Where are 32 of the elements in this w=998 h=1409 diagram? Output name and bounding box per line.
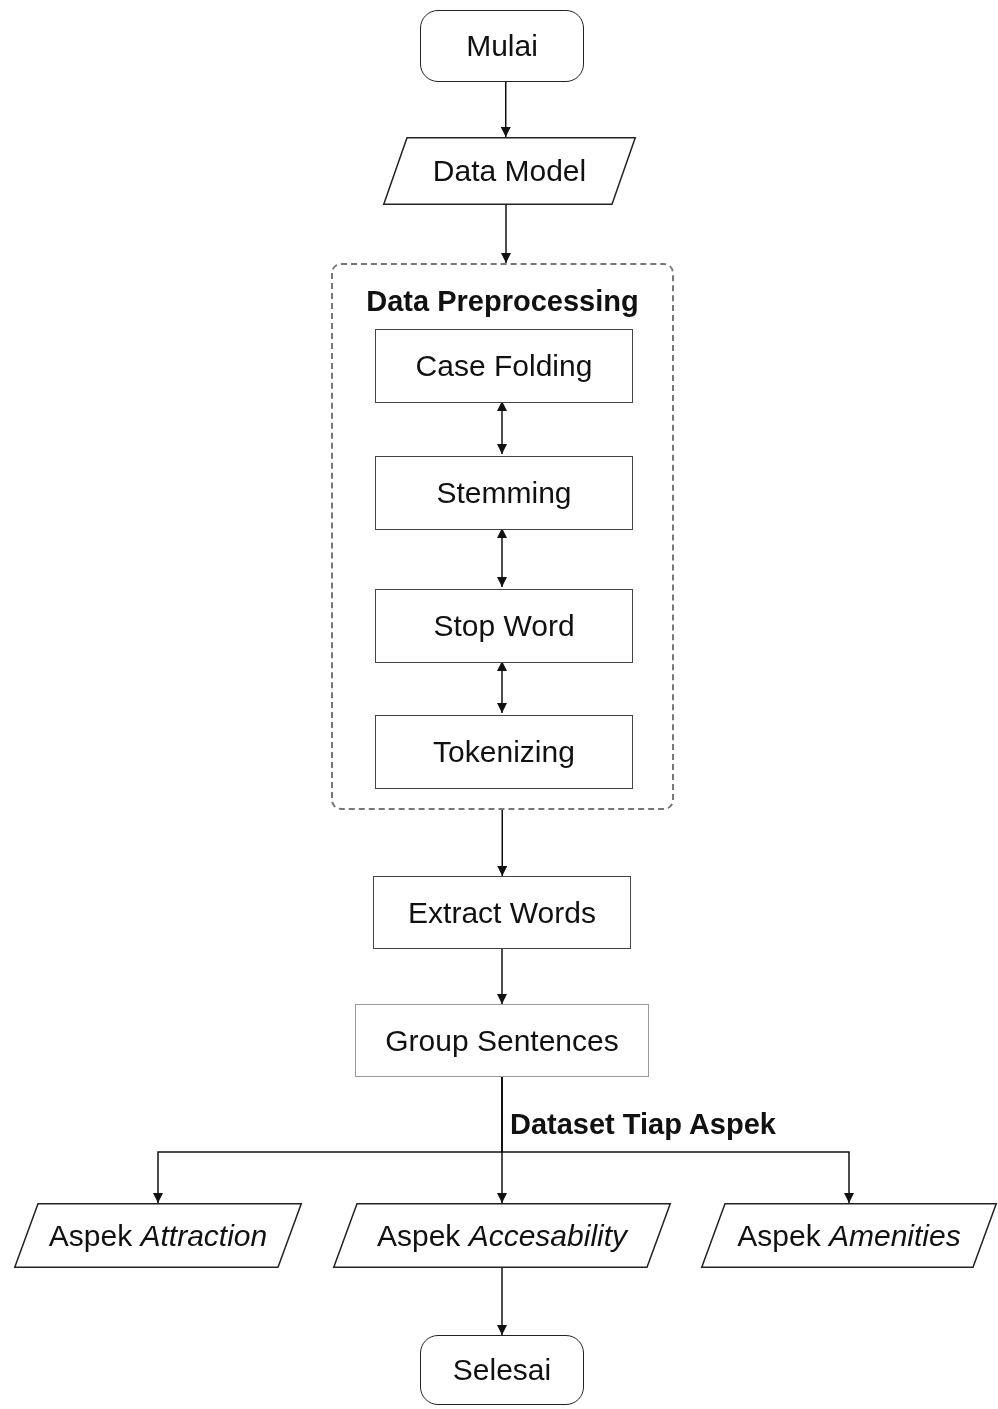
group-box <box>331 263 674 810</box>
group-title: Data Preprocessing <box>366 285 639 318</box>
node-label: Selesai <box>452 1353 552 1387</box>
arrow <box>497 1267 507 1336</box>
node-label: Aspek Amenities <box>737 1218 961 1253</box>
node-label: Extract Words <box>408 895 596 930</box>
node-label: Stemming <box>436 476 572 510</box>
node-label: Group Sentences <box>385 1023 619 1058</box>
node-label: Aspek Attraction <box>48 1218 268 1253</box>
node-label: Data Model <box>432 154 587 188</box>
arrow <box>497 948 507 1005</box>
process-box <box>375 589 633 663</box>
arrow <box>501 204 511 264</box>
arrow <box>501 1076 854 1204</box>
data-parallelogram <box>383 137 636 205</box>
data-parallelogram <box>14 1203 302 1268</box>
data-parallelogram <box>701 1203 997 1268</box>
process-box <box>355 1004 649 1077</box>
node-label: Mulai <box>466 29 538 63</box>
process-box <box>373 876 631 949</box>
terminal-box <box>420 1335 584 1405</box>
data-parallelogram <box>333 1203 671 1268</box>
process-box <box>375 456 633 530</box>
process-box <box>375 329 633 403</box>
node-label: Stop Word <box>433 609 575 643</box>
process-box <box>375 715 633 789</box>
arrow <box>500 81 511 138</box>
node-label: Aspek Accesability <box>376 1218 628 1253</box>
node-label: Tokenizing <box>433 735 575 769</box>
node-label: Case Folding <box>415 349 593 383</box>
terminal-box <box>420 10 584 82</box>
arrow <box>497 809 508 877</box>
